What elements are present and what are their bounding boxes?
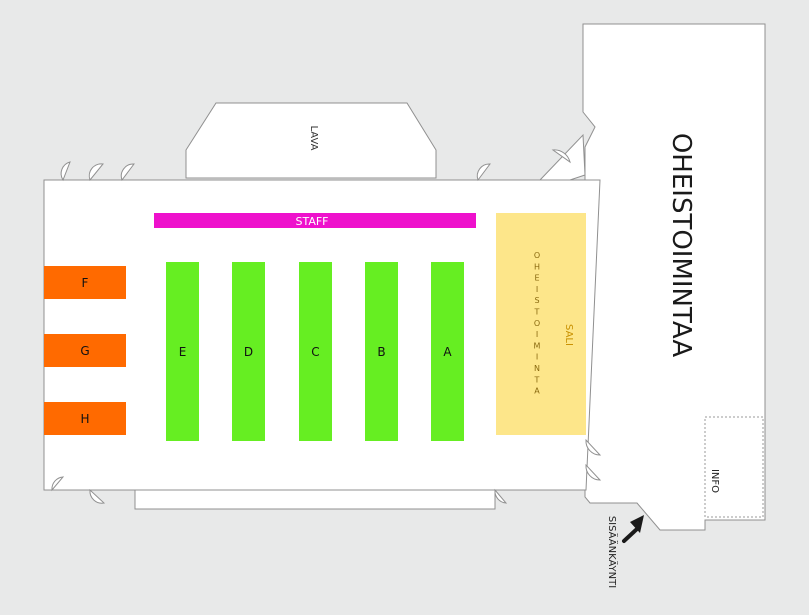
side-table-h — [44, 402, 126, 435]
door-connector — [551, 149, 571, 164]
info-label: INFO — [709, 469, 720, 493]
door-top-2 — [88, 163, 104, 181]
stage — [185, 102, 437, 179]
door-top-3 — [120, 163, 135, 182]
entrance-label: SISÄÄNKÄYNTI — [606, 516, 619, 588]
info-booth — [704, 416, 764, 518]
door-bottom-2 — [89, 488, 106, 504]
side-table-label: H — [80, 412, 89, 426]
side-table-label: F — [82, 276, 89, 290]
side-table-label: G — [80, 344, 89, 358]
row-label: A — [443, 345, 452, 359]
hall-vertical-text: OHEISTOIMINTA — [534, 251, 541, 396]
hall-letter: M — [534, 341, 541, 350]
door-right-2 — [585, 463, 602, 481]
side-building — [582, 23, 766, 531]
hall-letter: N — [534, 364, 540, 373]
row-e — [166, 262, 199, 441]
row-label: E — [179, 345, 187, 359]
door-bottom-1 — [51, 476, 65, 492]
hall-activity-area — [496, 213, 586, 435]
hall-letter: T — [534, 308, 540, 317]
side-area-label: OHEISTOIMINTAA — [666, 133, 696, 358]
hall-letter: O — [534, 319, 540, 328]
hall-bottom-extension — [134, 489, 496, 510]
hall-letter: I — [536, 285, 538, 294]
hall-letter: I — [536, 353, 538, 362]
row-d — [232, 262, 265, 441]
door-top-4 — [476, 163, 491, 182]
hall-letter: H — [534, 262, 540, 271]
side-tables: F G H — [44, 266, 126, 435]
side-table-g — [44, 334, 126, 367]
row-label: C — [311, 345, 319, 359]
hall-letter: S — [534, 296, 539, 305]
staff-label: STAFF — [295, 215, 328, 228]
door-bottom-3 — [494, 488, 508, 504]
hall-connector — [538, 133, 586, 181]
row-label: B — [377, 345, 385, 359]
door-right-1 — [585, 438, 602, 456]
door-top-1 — [60, 161, 71, 182]
side-table-f — [44, 266, 126, 299]
hall-title: SALI — [563, 324, 574, 346]
hall-letter: T — [534, 375, 540, 384]
hall-letter: E — [534, 274, 539, 283]
stage-label: LAVA — [308, 125, 319, 150]
entrance-arrow-icon — [622, 515, 644, 543]
staff-area — [154, 213, 476, 228]
hall-letter: A — [534, 387, 540, 396]
hall-letter: I — [536, 330, 538, 339]
row-label: D — [244, 345, 253, 359]
row-b — [365, 262, 398, 441]
hall-letter: O — [534, 251, 540, 260]
row-c — [299, 262, 332, 441]
row-a — [431, 262, 464, 441]
